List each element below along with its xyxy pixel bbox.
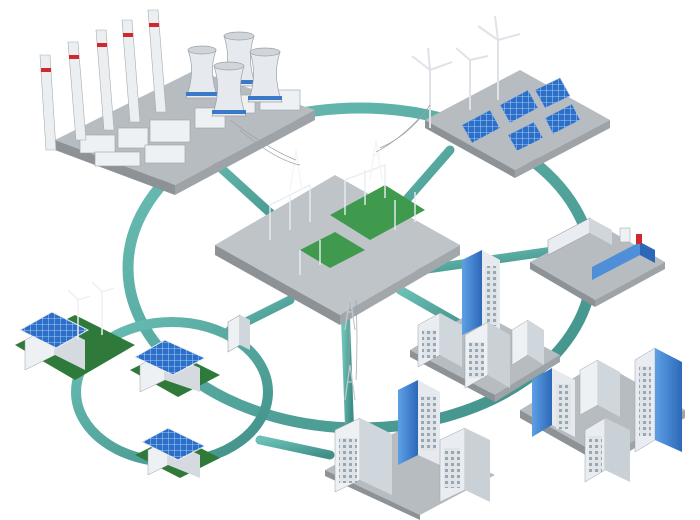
transformer-box-icon bbox=[227, 314, 250, 353]
solar-roof-icon bbox=[133, 339, 207, 376]
renewable-platform bbox=[425, 70, 610, 170]
smokestack-icon bbox=[147, 9, 167, 113]
smokestack-icon bbox=[95, 29, 115, 131]
substation-green-pad bbox=[330, 185, 425, 240]
solar-panel-icon bbox=[544, 103, 581, 135]
wind-turbine-icon bbox=[411, 47, 453, 128]
office-building-icon bbox=[417, 312, 462, 368]
office-building-icon bbox=[439, 427, 490, 503]
city-district bbox=[410, 250, 685, 483]
office-building-icon bbox=[532, 368, 575, 437]
solar-panel-icon bbox=[499, 89, 539, 124]
house-icon bbox=[133, 339, 207, 393]
downtown-district bbox=[325, 380, 495, 520]
smokestacks bbox=[39, 9, 167, 151]
residential-area bbox=[15, 281, 250, 478]
power-plant bbox=[39, 9, 315, 195]
skyscraper-icon bbox=[398, 380, 440, 465]
house-icon bbox=[18, 311, 90, 371]
skyscraper-icon bbox=[634, 347, 682, 453]
renewable-farm bbox=[411, 15, 610, 178]
warehouse-icon bbox=[547, 217, 655, 280]
skyscraper-icon bbox=[462, 250, 500, 335]
solar-array bbox=[461, 77, 581, 152]
cooling-tower-icon bbox=[185, 45, 219, 99]
transmission-lines bbox=[229, 104, 431, 381]
wind-turbine-icon bbox=[455, 47, 489, 110]
office-building-icon bbox=[511, 319, 544, 366]
office-building-icon bbox=[464, 321, 510, 389]
cooling-towers bbox=[185, 31, 283, 117]
cooling-tower-icon bbox=[247, 47, 283, 103]
solar-panel-icon bbox=[461, 109, 501, 144]
office-building-icon bbox=[579, 359, 620, 417]
solar-roof-icon bbox=[140, 427, 207, 461]
plant-machinery bbox=[79, 89, 301, 167]
link-homes-to-downtown bbox=[255, 435, 335, 460]
office-building-icon bbox=[334, 417, 392, 495]
substation-equipment-icon bbox=[269, 164, 416, 275]
office-building-icon bbox=[584, 417, 630, 483]
pylon-icon bbox=[344, 294, 356, 401]
wind-turbine-icon bbox=[477, 15, 521, 100]
substation-pylon-icon bbox=[289, 139, 383, 191]
industrial-platform bbox=[530, 225, 665, 300]
solar-panel-icon bbox=[534, 77, 571, 109]
smokestack-icon bbox=[121, 19, 141, 123]
solar-panel-icon bbox=[507, 121, 544, 152]
house-icon bbox=[140, 427, 207, 478]
solar-roof-icon bbox=[18, 311, 90, 349]
cooling-tower-icon bbox=[211, 61, 247, 117]
industrial-site bbox=[530, 217, 665, 307]
wind-turbine-icon bbox=[67, 281, 115, 340]
smokestack-icon bbox=[67, 41, 87, 141]
central-substation bbox=[215, 139, 460, 325]
smokestack-icon bbox=[39, 54, 57, 151]
